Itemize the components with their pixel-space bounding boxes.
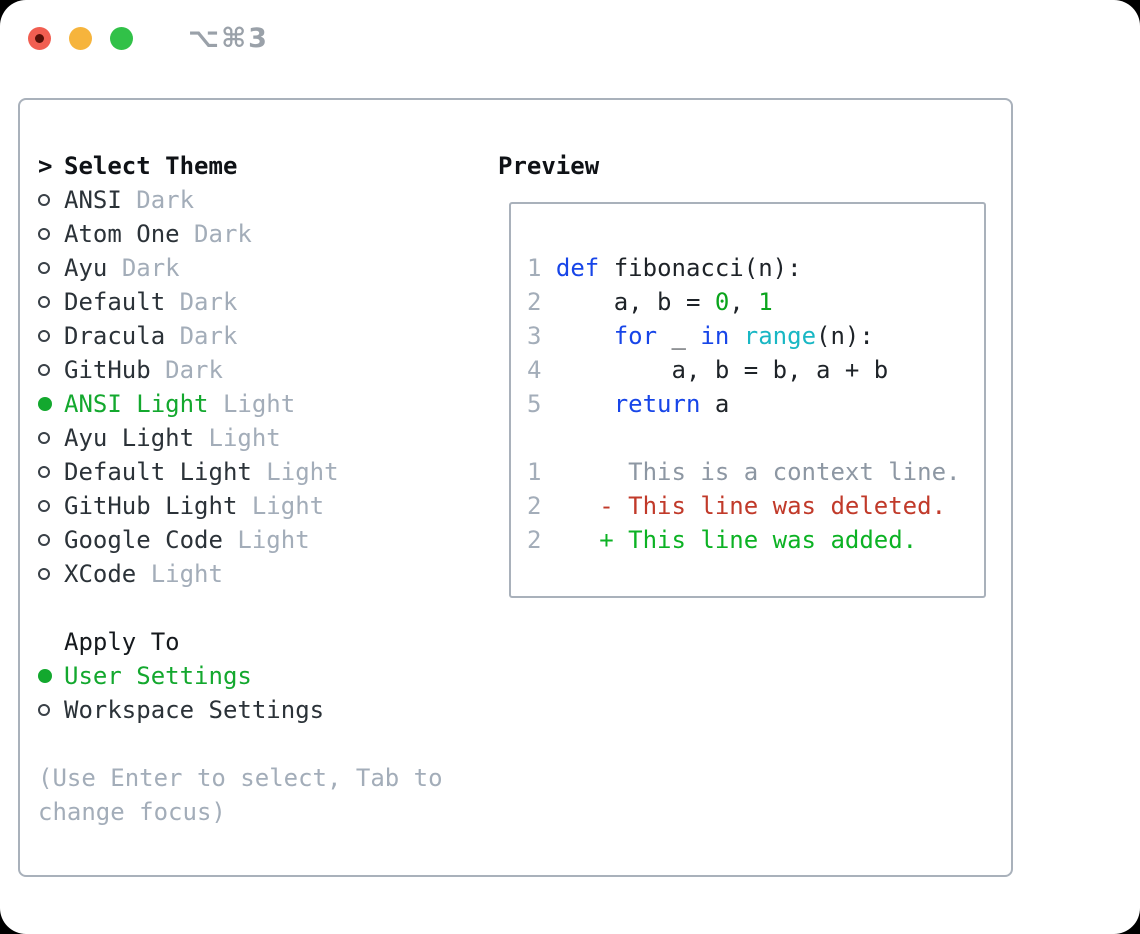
theme-option[interactable]: ANSI Dark [38,183,443,217]
theme-option[interactable]: GitHub Dark [38,353,443,387]
theme-option-label: Ayu Dark [64,254,180,282]
select-theme-header: > Select Theme [38,149,443,183]
theme-option[interactable]: Default Dark [38,285,443,319]
spacer [38,591,443,625]
theme-option[interactable]: Atom One Dark [38,217,443,251]
radio-icon[interactable] [38,262,64,274]
cursor-caret-icon: > [38,152,53,180]
theme-option-label: Default Dark [64,288,238,316]
apply-to-option-label: User Settings [64,662,252,690]
apply-to-option-label: Workspace Settings [64,696,325,724]
apply-to-option[interactable]: Workspace Settings [38,693,443,727]
preview-blank-line [527,421,984,455]
theme-option-label: Atom One Dark [64,220,252,248]
spacer [38,727,443,761]
preview-diff-added-line: 2 + This line was added. [527,526,918,554]
radio-icon[interactable] [38,432,64,444]
theme-option-label: Dracula Dark [64,322,238,350]
preview-diff-deleted-line: 2 - This line was deleted. [527,492,947,520]
preview-code-line: 2 a, b = 0, 1 [527,288,773,316]
radio-icon[interactable] [38,364,64,376]
select-theme-title: Select Theme [64,152,238,180]
theme-option[interactable]: Ayu Light Light [38,421,443,455]
radio-icon[interactable] [38,228,64,240]
theme-option-label: GitHub Dark [64,356,223,384]
preview-code-line: 4 a, b = b, a + b [527,356,889,384]
preview-code-line: 1 def fibonacci(n): [527,254,802,282]
theme-option-label: ANSI Light Light [64,390,296,418]
radio-selected-icon[interactable] [38,397,64,411]
help-text-line: change focus) [38,798,226,826]
radio-icon[interactable] [38,534,64,546]
radio-selected-icon[interactable] [38,669,64,683]
radio-icon[interactable] [38,568,64,580]
theme-option[interactable]: GitHub Light Light [38,489,443,523]
radio-icon[interactable] [38,330,64,342]
titlebar: ⌥⌘3 [28,23,269,54]
apply-to-title: Apply To [64,628,180,656]
theme-option[interactable]: Ayu Dark [38,251,443,285]
radio-icon[interactable] [38,704,64,716]
preview-title: Preview [498,152,600,180]
radio-icon[interactable] [38,296,64,308]
preview-code-line: 5 return a [527,390,730,418]
radio-icon[interactable] [38,466,64,478]
maximize-button[interactable] [110,26,133,50]
theme-option-label: Ayu Light Light [64,424,281,452]
close-button[interactable] [28,26,51,50]
theme-option[interactable]: Google Code Light [38,523,443,557]
keyboard-shortcut-label: ⌥⌘3 [188,22,269,54]
minimize-button[interactable] [69,26,92,50]
theme-option-label: XCode Light [64,560,223,588]
theme-option-label: Google Code Light [64,526,310,554]
preview-box: 1 def fibonacci(n): 2 a, b = 0, 1 3 for _ … [509,202,986,598]
theme-option[interactable]: Dracula Dark [38,319,443,353]
close-dot-icon [35,33,44,43]
theme-option[interactable]: ANSI Light Light [38,387,443,421]
preview-diff-context-line: 1 This is a context line. [527,458,961,486]
theme-option-label: GitHub Light Light [64,492,325,520]
help-text: (Use Enter to select, Tab to change focus… [38,761,443,829]
theme-option[interactable]: XCode Light [38,557,443,591]
theme-option-label: Default Light Light [64,458,339,486]
radio-icon[interactable] [38,500,64,512]
theme-option[interactable]: Default Light Light [38,455,443,489]
preview-code-line: 3 for _ in range(n): [527,322,874,350]
theme-option-label: ANSI Dark [64,186,195,214]
radio-icon[interactable] [38,194,64,206]
help-text-line: (Use Enter to select, Tab to [38,764,443,792]
apply-to-option[interactable]: User Settings [38,659,443,693]
apply-to-header: Apply To [38,625,443,659]
